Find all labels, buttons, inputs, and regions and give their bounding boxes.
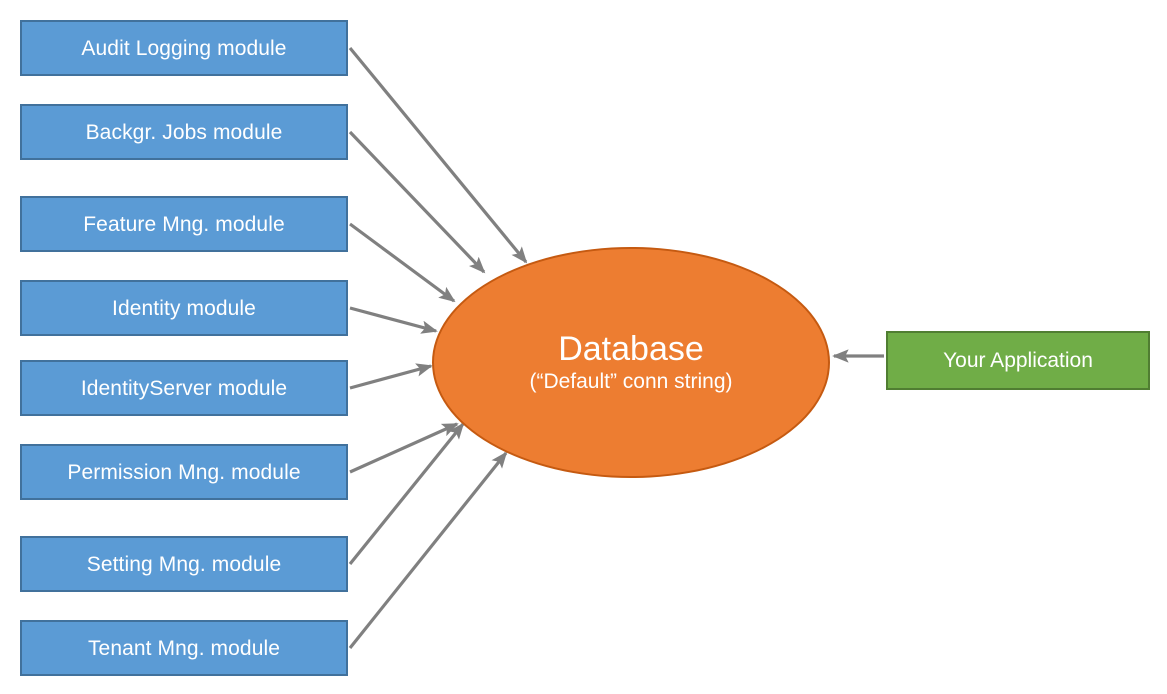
feature-mng-to-database <box>349 222 456 303</box>
module-label: Tenant Mng. module <box>87 636 281 660</box>
permission-mng-to-database <box>349 422 459 474</box>
module-label: Backgr. Jobs module <box>85 120 283 144</box>
application-label: Your Application <box>943 348 1093 372</box>
module-box-audit-logging[interactable]: Audit Logging module <box>20 20 348 76</box>
tenant-mng-to-database <box>348 451 508 649</box>
module-box-background-jobs[interactable]: Backgr. Jobs module <box>20 104 348 160</box>
module-box-setting-mng[interactable]: Setting Mng. module <box>20 536 348 592</box>
identity-to-database <box>349 306 438 334</box>
module-box-identityserver[interactable]: IdentityServer module <box>20 360 348 416</box>
identityserver-to-database <box>349 363 433 390</box>
module-label: IdentityServer module <box>80 376 288 400</box>
module-label: Audit Logging module <box>81 36 287 60</box>
module-label: Feature Mng. module <box>83 212 285 236</box>
background-jobs-to-database <box>348 130 486 274</box>
module-box-feature-mng[interactable]: Feature Mng. module <box>20 196 348 252</box>
audit-logging-to-database <box>348 46 528 264</box>
setting-mng-to-database <box>348 422 465 566</box>
module-label: Identity module <box>112 296 256 320</box>
module-box-permission-mng[interactable]: Permission Mng. module <box>20 444 348 500</box>
module-label: Setting Mng. module <box>86 552 282 576</box>
module-box-tenant-mng[interactable]: Tenant Mng. module <box>20 620 348 676</box>
module-box-identity[interactable]: Identity module <box>20 280 348 336</box>
database-title: Database <box>558 329 704 368</box>
database-subtitle: (“Default” conn string) <box>529 370 733 394</box>
your-application-node[interactable]: Your Application <box>886 331 1150 390</box>
database-node[interactable]: Database (“Default” conn string) <box>432 247 830 478</box>
module-label: Permission Mng. module <box>67 460 301 484</box>
